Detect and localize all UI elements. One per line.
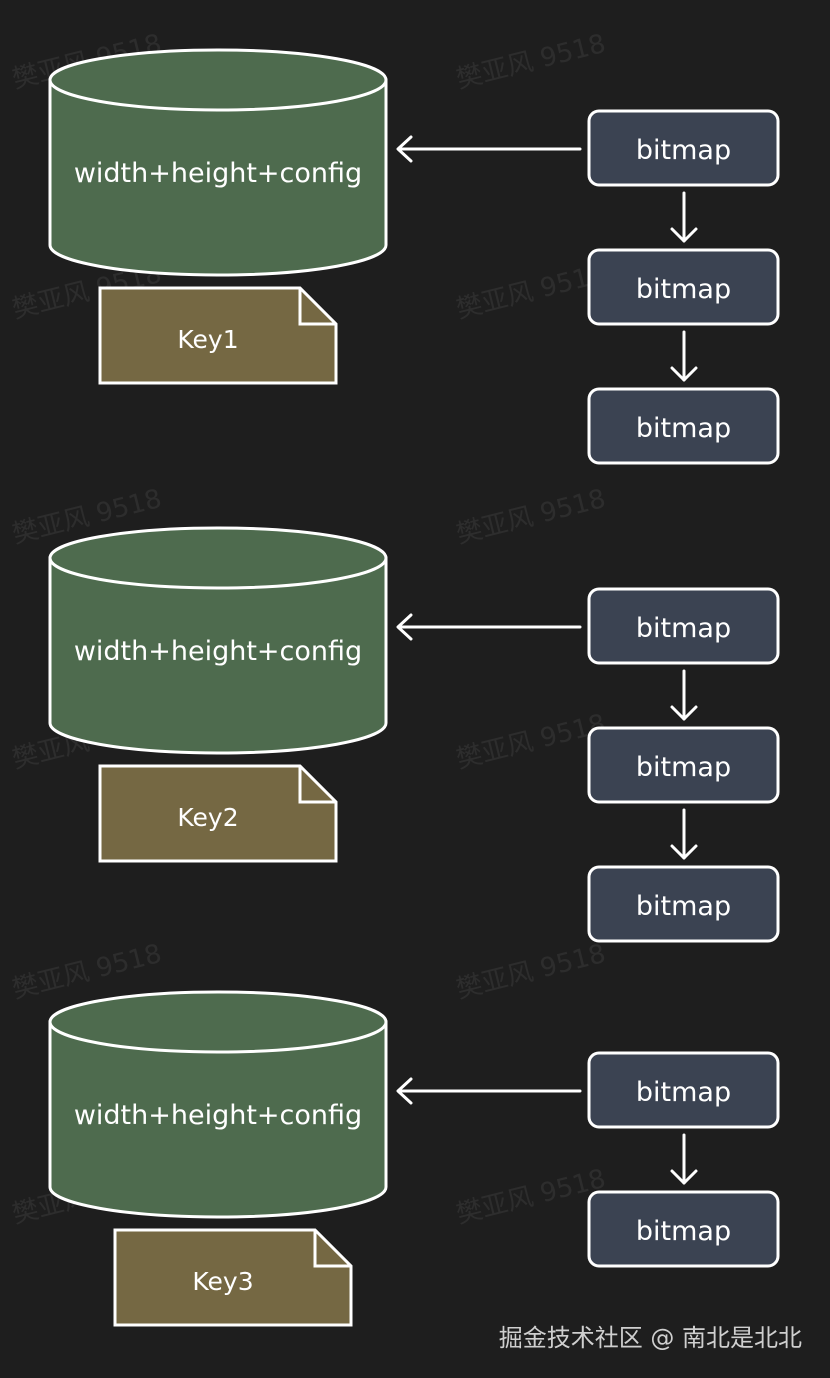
cylinder-body: [48, 1020, 388, 1219]
cylinder: width+height+config: [48, 990, 388, 1219]
bitmap-box: [587, 1190, 780, 1268]
bitmap-box: [587, 387, 780, 465]
down-arrow-head: [670, 1169, 698, 1185]
cylinder: width+height+config: [48, 48, 388, 277]
down-arrow-head: [670, 844, 698, 860]
cylinder-body: [48, 78, 388, 277]
cylinder: width+height+config: [48, 526, 388, 755]
bitmap-box: [587, 109, 780, 187]
bitmap-label: bitmap: [636, 413, 731, 444]
key-label: Key2: [177, 803, 238, 832]
key-shape: [113, 1228, 353, 1327]
bitmap-label: bitmap: [636, 1077, 731, 1108]
bitmap-node: bitmap: [587, 248, 780, 326]
bitmap-box: [587, 865, 780, 943]
left-arrow-head: [396, 613, 413, 641]
bitmap-label: bitmap: [636, 274, 731, 305]
cylinder-top: [48, 526, 388, 590]
bitmap-node: bitmap: [587, 587, 780, 665]
key-label: Key3: [192, 1267, 253, 1296]
bitmap-box: [587, 248, 780, 326]
bitmap-node: bitmap: [587, 865, 780, 943]
bitmap-node: bitmap: [587, 1051, 780, 1129]
key-label: Key1: [177, 325, 238, 354]
down-arrow-head: [670, 227, 698, 243]
bitmap-node: bitmap: [587, 387, 780, 465]
bitmap-node: bitmap: [587, 726, 780, 804]
cylinder-top: [48, 48, 388, 112]
bitmap-label: bitmap: [636, 135, 731, 166]
key-document: Key1: [98, 286, 338, 385]
left-arrow-head: [396, 135, 413, 163]
key-shape: [98, 764, 338, 863]
bitmap-box: [587, 1051, 780, 1129]
key-fold: [298, 288, 336, 326]
down-arrow-head: [670, 705, 698, 721]
bitmap-box: [587, 587, 780, 665]
cylinder-label: width+height+config: [74, 636, 362, 667]
key-shape: [98, 286, 338, 385]
key-document: Key3: [113, 1228, 353, 1327]
cylinder-body: [48, 556, 388, 755]
bitmap-node: bitmap: [587, 109, 780, 187]
cylinder-label: width+height+config: [74, 1100, 362, 1131]
left-arrow-head: [396, 1077, 413, 1105]
bitmap-box: [587, 726, 780, 804]
bitmap-label: bitmap: [636, 1216, 731, 1247]
down-arrow-head: [670, 366, 698, 382]
key-fold: [298, 766, 336, 804]
bitmap-node: bitmap: [587, 1190, 780, 1268]
bitmap-label: bitmap: [636, 891, 731, 922]
bitmap-label: bitmap: [636, 752, 731, 783]
cylinder-top: [48, 990, 388, 1054]
key-document: Key2: [98, 764, 338, 863]
cylinder-label: width+height+config: [74, 158, 362, 189]
key-fold: [313, 1230, 351, 1268]
bitmap-label: bitmap: [636, 613, 731, 644]
footer-credit: 掘金技术社区 @ 南北是北北: [498, 1324, 802, 1352]
